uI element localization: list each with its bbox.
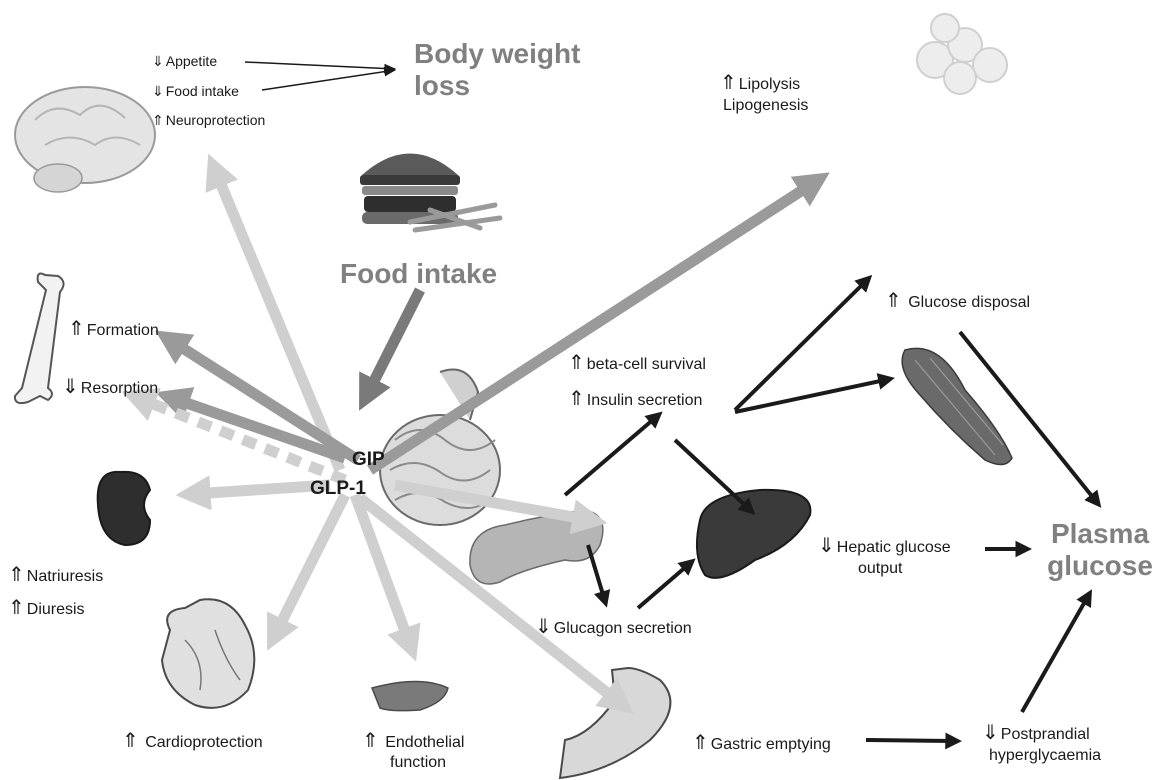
body-weight-loss-title: Body weight loss [414, 38, 580, 102]
liver-illustration [697, 490, 810, 578]
heart-illustration [162, 599, 254, 708]
brain-illustration [15, 87, 155, 192]
arrow-pancreas-to-glucagon [588, 545, 604, 598]
muscle-illustration [902, 348, 1012, 464]
arrow-appetite-to-weight [245, 62, 395, 69]
food-intake-small-label: ⇓Food intake [152, 82, 239, 100]
glucagon-secretion-label: ⇓Glucagon secretion [535, 614, 692, 640]
body-weight-loss-line2: loss [414, 70, 580, 102]
lipogenesis-label: Lipogenesis [723, 96, 808, 117]
glucose-disposal-label: ⇑ Glucose disposal [885, 288, 1030, 314]
natriuresis-label: ⇑Natriuresis [8, 562, 103, 588]
body-weight-loss-line1: Body weight [414, 38, 580, 70]
arrow-insulin-to-disposal [735, 282, 865, 410]
gastric-emptying-label: ⇑Gastric emptying [692, 730, 831, 756]
arrow-gastric-to-postprandial [866, 740, 952, 741]
bone-illustration [15, 274, 64, 404]
kidney-illustration [98, 472, 150, 545]
food-intake-title: Food intake [340, 258, 497, 290]
stomach-illustration [560, 668, 670, 778]
glp1-label: GLP-1 [310, 477, 366, 502]
fat-cells-illustration [917, 14, 1007, 94]
arrow-postprandial-to-plasma [1022, 598, 1087, 712]
insulin-secretion-label: ⇑Insulin secretion [568, 386, 702, 412]
lipolysis-label: ⇑Lipolysis [720, 70, 800, 96]
endothelial-line1-label: ⇑ Endothelial [362, 728, 464, 754]
arrow-insulin-to-liver [675, 440, 748, 508]
arrow-insulin-to-muscle [735, 380, 885, 412]
plasma-glucose-title: Plasma glucose [1038, 518, 1162, 582]
burger-illustration [360, 154, 500, 231]
arrow-food-to-gut [367, 290, 420, 395]
beta-cell-label: ⇑beta-cell survival [568, 350, 706, 376]
bone-resorption-label: ⇓Resorption [62, 374, 158, 400]
thin-arrows [245, 62, 395, 90]
arrow-to-heart [275, 495, 345, 635]
plasma-glucose-line1: Plasma [1038, 518, 1162, 550]
hepatic-output-line1-label: ⇓Hepatic glucose [818, 533, 951, 559]
arrow-pancreas-to-insulin [565, 418, 655, 495]
neuroprotection-label: ⇑Neuroprotection [152, 111, 265, 129]
postprandial-line1-label: ⇓Postprandial [982, 720, 1090, 746]
blood-vessel-illustration [372, 682, 448, 711]
postprandial-line2-label: hyperglycaemia [989, 746, 1101, 767]
bone-formation-label: ⇑Formation [68, 316, 159, 342]
gip-label: GIP [352, 448, 385, 473]
cardioprotection-label: ⇑ Cardioprotection [122, 728, 263, 754]
endothelial-line2-label: function [390, 753, 446, 774]
arrow-glucagon-to-liver [638, 565, 688, 608]
arrow-foodintake-to-weight [262, 70, 395, 90]
diuresis-label: ⇑Diuresis [8, 595, 85, 621]
arrow-to-bone-formation [170, 340, 358, 460]
hepatic-output-line2-label: output [858, 559, 902, 580]
appetite-label: ⇓Appetite [152, 52, 217, 70]
plasma-glucose-line2: glucose [1038, 550, 1162, 582]
